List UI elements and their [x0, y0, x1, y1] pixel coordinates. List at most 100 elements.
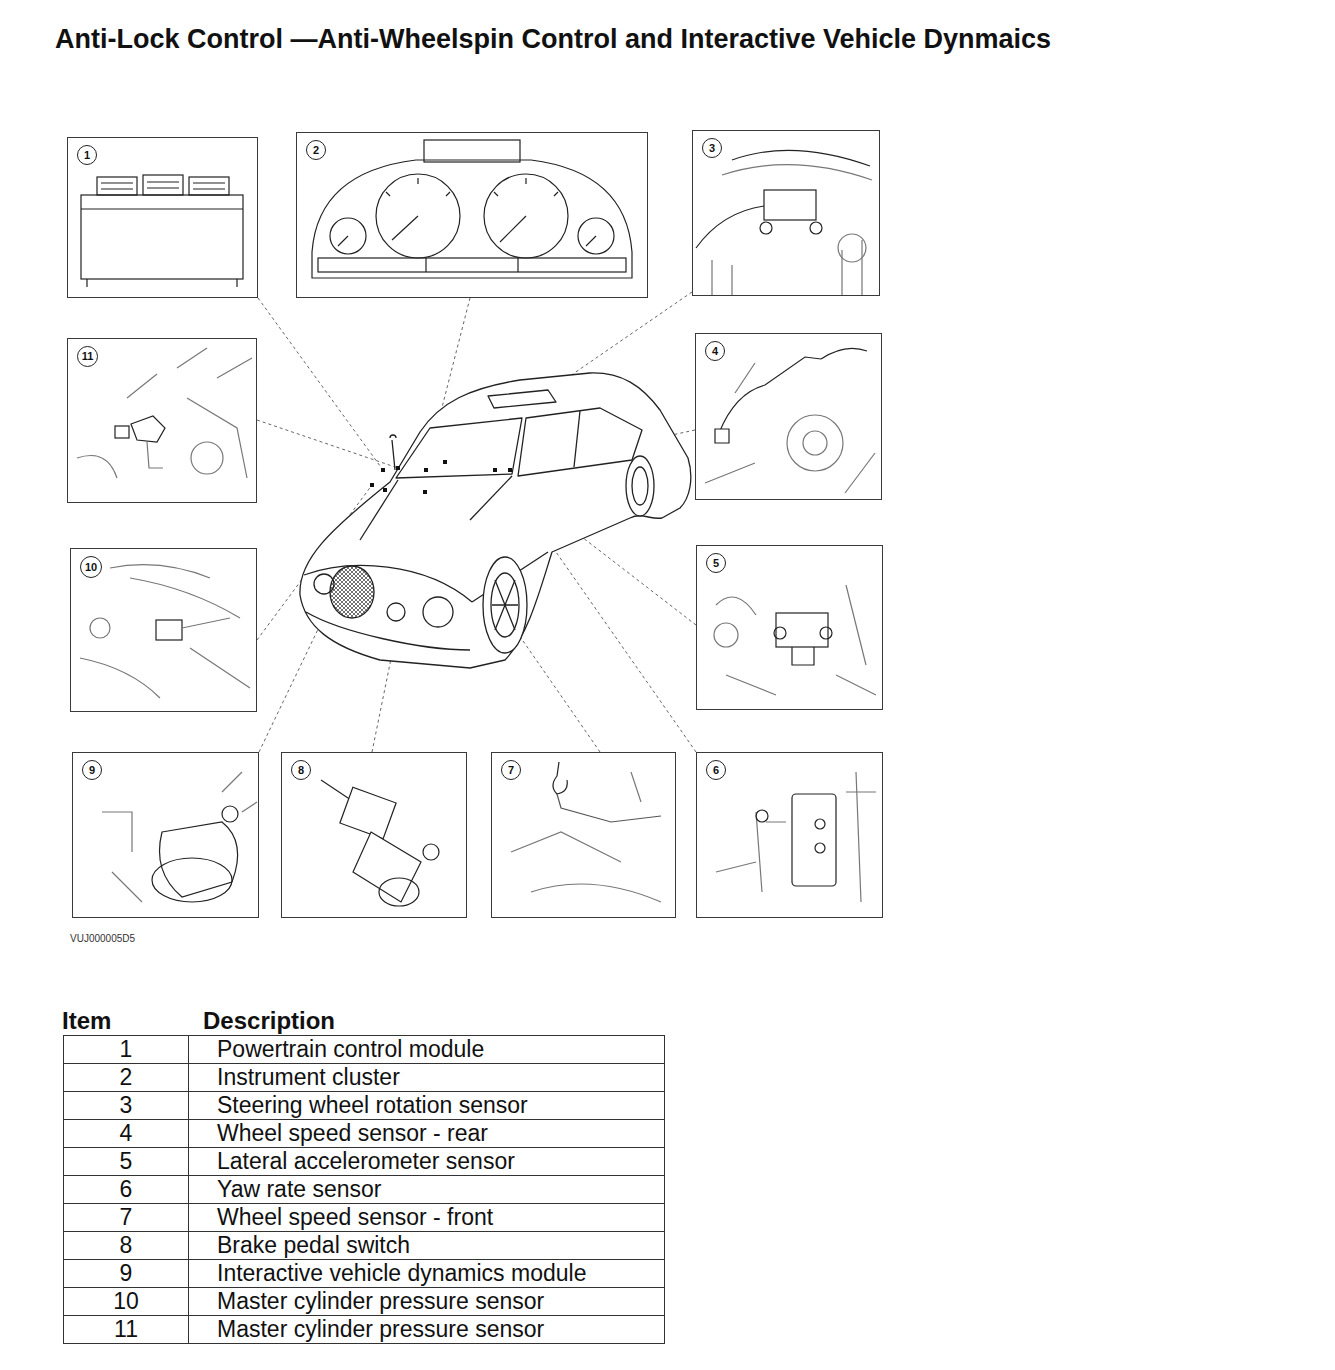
- line-art: [508, 468, 512, 472]
- line-art: [696, 206, 764, 248]
- line-art: [719, 357, 821, 433]
- line-art: [306, 612, 470, 650]
- callout-circle: 3: [702, 138, 722, 158]
- line-art: [764, 190, 816, 220]
- callout-circle: 11: [77, 346, 98, 367]
- panel-box: 5: [696, 545, 883, 710]
- pressure-sensor-drawing: [80, 565, 250, 698]
- line-art: [722, 165, 872, 180]
- callout-circle: 7: [501, 760, 521, 780]
- accelerometer-drawing: [714, 585, 876, 695]
- table-cell: Wheel speed sensor - front: [188, 1203, 665, 1232]
- table-cell: Yaw rate sensor: [188, 1175, 665, 1204]
- table-cell: 5: [63, 1147, 189, 1176]
- table-cell: 1: [63, 1035, 189, 1064]
- figure-code: VUJ000005D5: [70, 933, 135, 944]
- item-number: 6: [120, 1178, 133, 1201]
- table-cell: 8: [63, 1231, 189, 1260]
- steering-sensor-drawing: [696, 150, 872, 296]
- line-art: [423, 844, 439, 860]
- line-art: [321, 780, 351, 800]
- line-art: [716, 585, 876, 695]
- line-art: [80, 618, 250, 698]
- line-art: [632, 467, 648, 505]
- line-art: [318, 258, 626, 272]
- table-cell: Interactive vehicle dynamics module: [188, 1259, 665, 1288]
- line-art: [774, 627, 786, 639]
- line-art: [423, 490, 427, 494]
- line-art: [423, 597, 453, 627]
- line-art: [97, 177, 137, 195]
- table-cell: Instrument cluster: [188, 1063, 665, 1092]
- pressure-sensor-drawing: [77, 348, 252, 478]
- item-description: Powertrain control module: [217, 1038, 484, 1061]
- panel-box: 1: [67, 137, 258, 298]
- callout-number: 9: [89, 765, 95, 776]
- item-description: Lateral accelerometer sensor: [217, 1150, 515, 1173]
- line-art: [340, 787, 396, 838]
- line-art: [115, 426, 129, 438]
- callout-circle: 10: [80, 556, 102, 578]
- item-description: Wheel speed sensor - rear: [217, 1122, 488, 1145]
- table-header: Description: [203, 1007, 335, 1035]
- line-art: [396, 418, 522, 478]
- item-number: 10: [113, 1290, 139, 1313]
- line-art: [815, 819, 825, 829]
- line-art: [143, 175, 183, 195]
- line-art: [81, 209, 243, 287]
- table-cell: 9: [63, 1259, 189, 1288]
- callout-circle: 2: [306, 140, 326, 160]
- item-number: 2: [120, 1066, 133, 1089]
- table-cell: Steering wheel rotation sensor: [188, 1091, 665, 1120]
- panel-box: 4: [695, 333, 882, 500]
- line-art: [716, 772, 876, 902]
- line-art: [714, 623, 738, 647]
- panel-box: 8: [281, 752, 467, 918]
- item-number: 8: [120, 1234, 133, 1257]
- line-art: [792, 794, 836, 886]
- item-description: Yaw rate sensor: [217, 1178, 381, 1201]
- callout-number: 6: [713, 765, 719, 776]
- line-art: [131, 416, 165, 442]
- line-art: [483, 557, 527, 653]
- line-art: [160, 822, 238, 897]
- panel-box: 6: [696, 752, 883, 918]
- callout-circle: 4: [705, 341, 725, 361]
- line-art: [77, 398, 247, 478]
- callout-number: 3: [709, 143, 715, 154]
- line-art: [815, 843, 825, 853]
- line-art: [387, 603, 405, 621]
- item-number: 5: [120, 1150, 133, 1173]
- leader-lines: [257, 292, 696, 752]
- callout-number: 10: [85, 562, 97, 573]
- callout-number: 5: [713, 558, 719, 569]
- line-art: [557, 794, 661, 822]
- line-art: [424, 140, 520, 162]
- callout-number: 7: [508, 765, 514, 776]
- item-number: 1: [120, 1038, 133, 1061]
- line-art: [511, 772, 661, 902]
- line-art: [821, 348, 867, 359]
- line-art: [792, 647, 814, 665]
- line-art: [300, 373, 691, 668]
- callout-number: 2: [313, 145, 319, 156]
- item-description: Instrument cluster: [217, 1066, 400, 1089]
- line-art: [705, 363, 875, 493]
- line-art: [756, 810, 768, 822]
- line-art: [191, 442, 223, 474]
- item-number: 7: [120, 1206, 133, 1229]
- item-description: Master cylinder pressure sensor: [217, 1318, 544, 1341]
- instrument-cluster-drawing: [312, 140, 632, 278]
- table-cell: Lateral accelerometer sensor: [188, 1147, 665, 1176]
- line-art: [312, 160, 632, 278]
- line-art: [518, 408, 642, 476]
- line-art: [493, 468, 497, 472]
- wheel-sensor-drawing: [511, 762, 661, 902]
- item-number: 11: [114, 1318, 138, 1341]
- line-art: [383, 488, 387, 492]
- line-art: [257, 420, 398, 468]
- line-art: [353, 832, 421, 902]
- line-art: [152, 858, 232, 902]
- table-cell: Powertrain control module: [188, 1035, 665, 1064]
- sensor-location-dots: [370, 460, 512, 494]
